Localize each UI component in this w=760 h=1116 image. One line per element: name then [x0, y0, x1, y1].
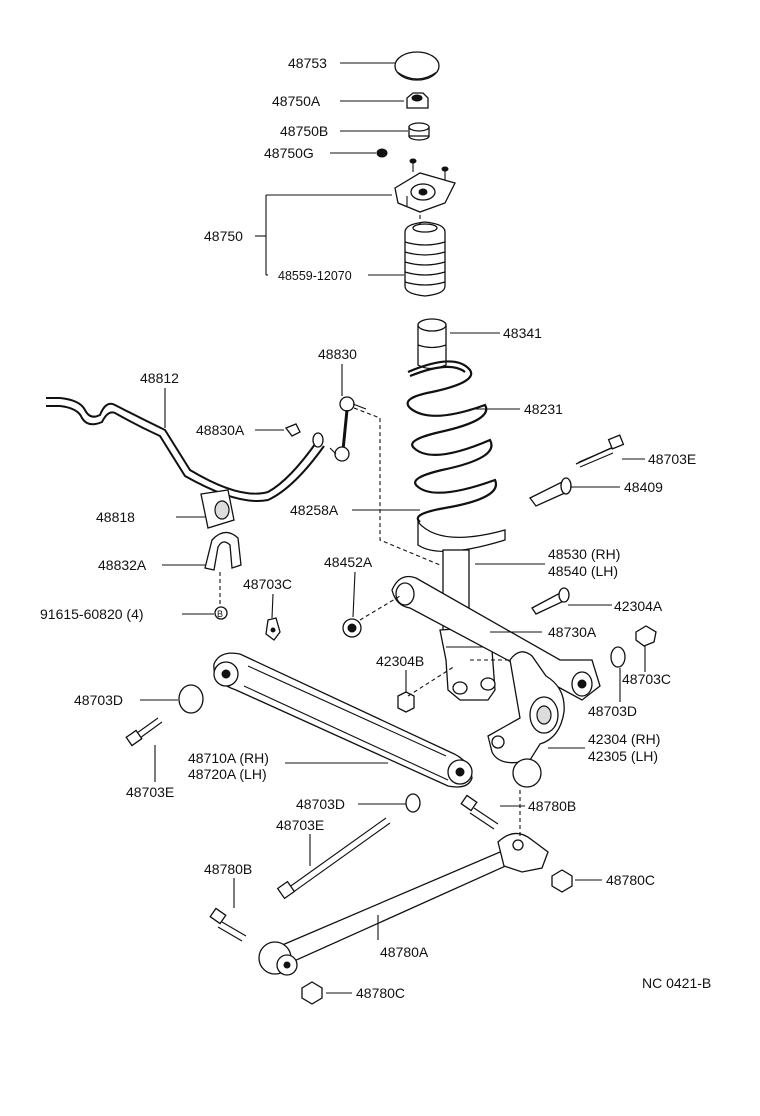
washer-48703D-left-part — [178, 684, 204, 714]
stabilizer-link-48830-part — [329, 396, 367, 462]
label-48703E-long: 48703E — [276, 817, 324, 833]
label-48730A: 48730A — [548, 624, 597, 640]
label-48530-rh: 48530 (RH) — [548, 546, 620, 562]
bolt-48780B-left-part — [209, 907, 247, 942]
strut-rod-48780A-part — [258, 832, 549, 976]
bolt-48409-part — [529, 477, 572, 507]
label-48750: 48750 — [204, 228, 243, 244]
label-42304-rh: 42304 (RH) — [588, 731, 660, 747]
label-48830: 48830 — [318, 346, 357, 362]
assembly-lines — [219, 215, 521, 838]
label-42304A: 42304A — [614, 598, 663, 614]
label-48780B-right: 48780B — [528, 798, 576, 814]
label-48830A: 48830A — [196, 422, 245, 438]
label-48780A: 48780A — [380, 944, 429, 960]
label-48710A-rh: 48710A (RH) — [188, 750, 269, 766]
washer-48703D-right-part — [610, 646, 626, 668]
bolt-91615-part: B — [214, 606, 228, 620]
bracket-48832A-part — [204, 531, 242, 571]
label-48720A-lh: 48720A (LH) — [188, 766, 267, 782]
nut-48703C-right-part — [635, 625, 657, 647]
diagram-code: NC 0421-B — [642, 975, 711, 991]
label-48750G: 48750G — [264, 145, 314, 161]
label-48703C-left: 48703C — [243, 576, 292, 592]
label-42304B: 42304B — [376, 653, 424, 669]
label-48231: 48231 — [524, 401, 563, 417]
nut-42304B-part — [397, 691, 415, 713]
nut-48750A-part — [406, 92, 429, 109]
label-48452A: 48452A — [324, 554, 373, 570]
label-48780B-left: 48780B — [204, 861, 252, 877]
label-48812: 48812 — [140, 370, 179, 386]
clip-48703C-left-part — [265, 617, 281, 641]
lower-arm-48710A-part — [213, 652, 473, 788]
coil-spring-48231-part — [406, 360, 498, 523]
bolt-48703E-left-part — [125, 717, 163, 747]
label-48750A: 48750A — [272, 93, 321, 109]
label-48540-lh: 48540 (LH) — [548, 563, 618, 579]
label-48703D-mid: 48703D — [296, 796, 345, 812]
label-48409: 48409 — [624, 479, 663, 495]
nut-48780C-lower-part — [301, 981, 323, 1005]
bushing-48750B-part — [408, 122, 430, 141]
strut-mount-48750-part — [394, 158, 456, 213]
label-42305-lh: 42305 (LH) — [588, 748, 658, 764]
label-48703D-left: 48703D — [74, 692, 123, 708]
bolt-48703E-upper-part — [575, 434, 625, 468]
label-48753: 48753 — [288, 55, 327, 71]
stabilizer-bar-48812-part — [46, 397, 325, 502]
label-48258A: 48258A — [290, 502, 339, 518]
knuckle-42304-part — [487, 651, 565, 788]
nut-48830A-part — [284, 423, 301, 437]
washer-48750G-part — [376, 148, 388, 158]
label-48780C-lower: 48780C — [356, 985, 405, 1001]
label-48703E-upper: 48703E — [648, 451, 696, 467]
label-48780C-right: 48780C — [606, 872, 655, 888]
label-48818: 48818 — [96, 509, 135, 525]
label-48832A: 48832A — [98, 557, 147, 573]
label-48750B: 48750B — [280, 123, 328, 139]
bushing-48818-part — [200, 489, 235, 529]
control-arm-48730A-part — [391, 575, 601, 701]
bolt-48703E-long-part — [276, 817, 391, 900]
callout-labels: 48753 48750A 48750B 48750G 48750 48559-1… — [40, 55, 711, 1001]
bump-boot-48559-part — [404, 221, 446, 297]
washer-48703D-mid-part — [405, 793, 421, 813]
bolt-42304A-part — [531, 587, 570, 615]
nut-48780C-right-part — [551, 869, 573, 893]
label-48703C-right: 48703C — [622, 671, 671, 687]
badge-letter: B — [217, 609, 223, 619]
label-91615-60820: 91615-60820 (4) — [40, 606, 144, 622]
leader-lines — [140, 62, 646, 994]
bolt-48780B-right-part — [460, 794, 499, 830]
cap-48753-part — [394, 51, 440, 81]
bushing-48452A-part — [342, 618, 362, 638]
label-48341: 48341 — [503, 325, 542, 341]
label-48703E-left: 48703E — [126, 784, 174, 800]
label-48703D-right: 48703D — [588, 703, 637, 719]
label-48559-12070: 48559-12070 — [278, 269, 352, 283]
